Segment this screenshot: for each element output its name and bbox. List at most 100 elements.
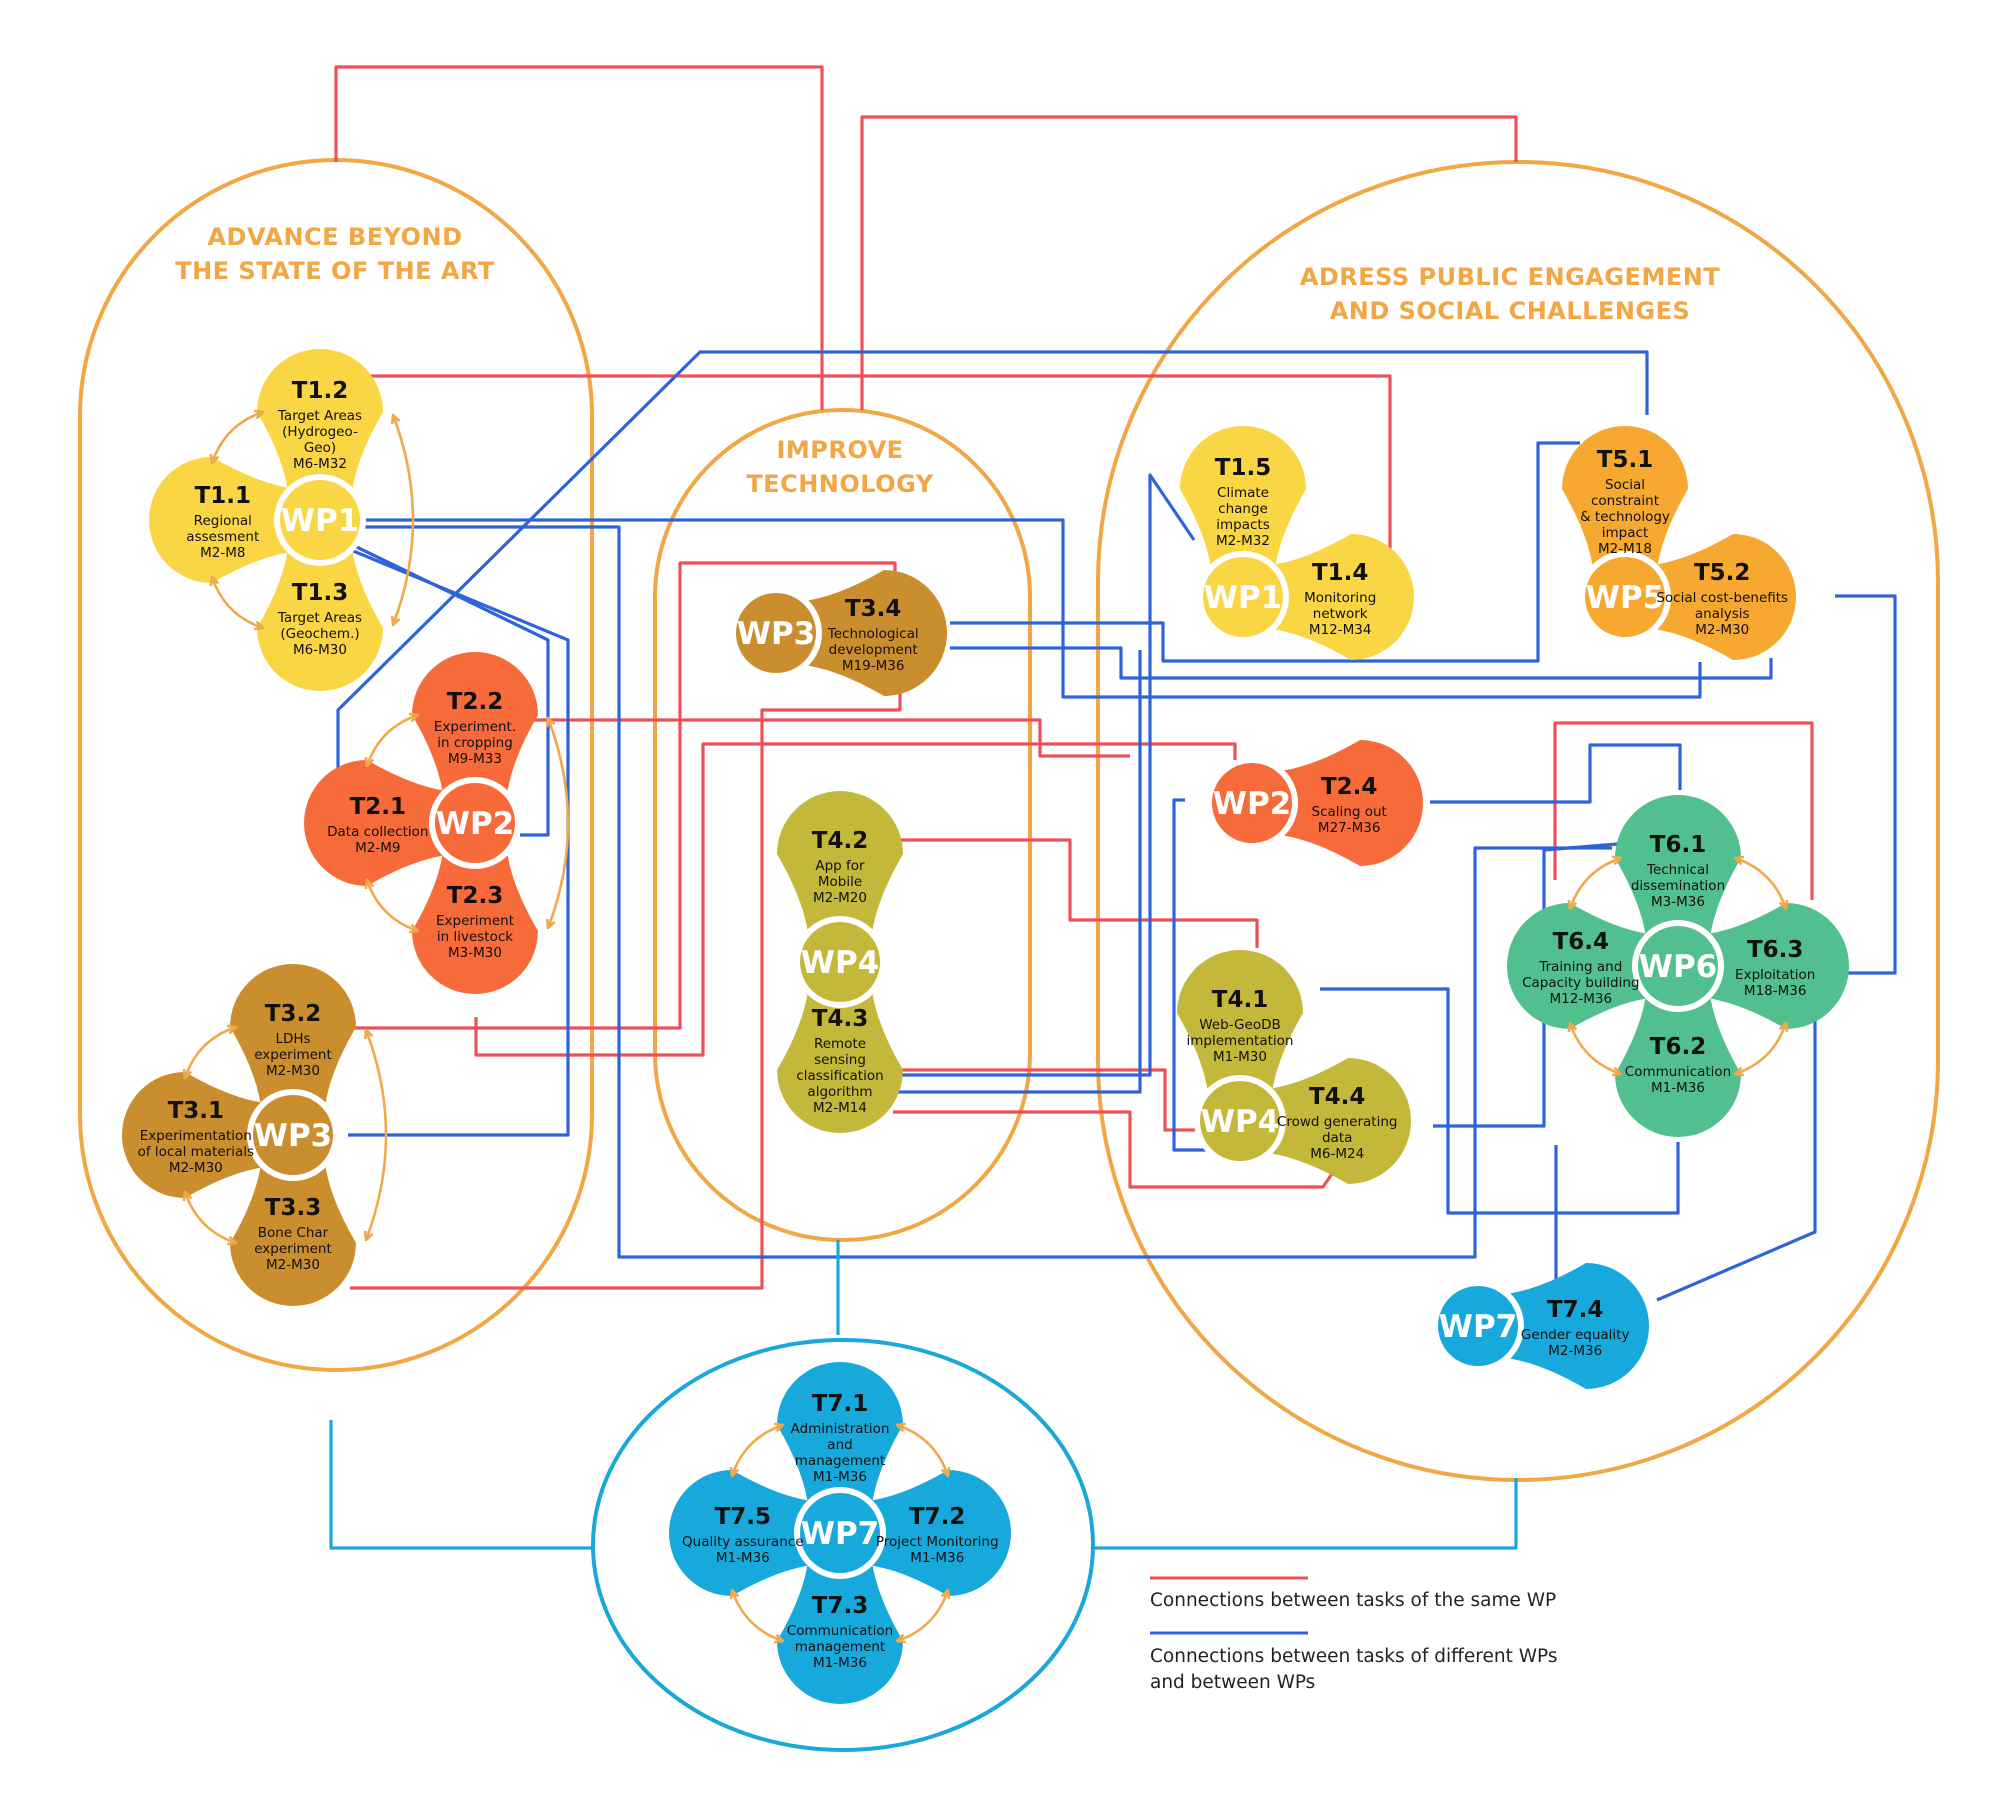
task-detail-line: management [795,1639,885,1655]
wp7-group-outline [591,1338,1095,1752]
task-detail-line: M1-M36 [1651,1080,1705,1096]
task-label-t4-3: T4.3Remotesensingclassificationalgorithm… [796,1006,883,1116]
wp-center-disc [800,922,880,1002]
task-detail-line: Geo) [304,440,336,456]
task-detail-line: (Geochem.) [280,626,359,642]
task-detail-line: Administration [791,1421,890,1437]
advance-title-line2: THE STATE OF THE ART [175,257,495,285]
connection-line-16 [333,541,570,1137]
task-title: T4.4 [1309,1084,1365,1110]
cluster-wp7-main: WP7T7.1AdministrationandmanagementM1-M36… [669,1362,1011,1704]
wp-center-disc [253,1095,333,1175]
task-detail-line: Exploitation [1735,967,1815,983]
task-detail-line: Social [1605,477,1645,493]
task-detail-line: M1-M36 [813,1469,867,1485]
task-title: T6.1 [1650,832,1706,858]
wp-center-disc [1212,763,1292,843]
task-detail-line: Technical [1646,862,1709,878]
wp-center-label: WP7 [801,1516,879,1552]
wp-center-label: WP7 [1439,1309,1517,1345]
task-petal-t2-4 [1274,740,1423,866]
connection-lines [329,65,1897,1550]
connection-line-2 [860,115,1518,410]
task-detail-line: App for [815,858,865,874]
task-title: T3.3 [265,1195,321,1221]
wp-center-label: WP4 [1201,1104,1279,1140]
task-detail-line: sensing [814,1052,866,1068]
wp-center-disc [1638,926,1718,1006]
task-arrow-wp1-advance-bottom-left [209,575,265,631]
connection-line-8 [890,838,1259,948]
connection-line-13 [330,518,1702,699]
task-detail-line: M2-M20 [813,890,867,906]
task-detail-line: experiment [254,1047,332,1063]
task-detail-line: Communication [787,1623,893,1639]
task-detail-line: impacts [1216,517,1270,533]
wp-center-disc [736,593,816,673]
task-detail-line: M2-M8 [200,545,245,561]
task-petal-t7-4 [1500,1263,1649,1389]
task-detail-line: Experiment. [434,719,516,735]
task-detail-line: and [827,1437,852,1453]
task-title: T2.4 [1321,774,1377,800]
task-title: T6.4 [1553,929,1609,955]
group-titles: ADVANCE BEYOND THE STATE OF THE ART IMPR… [175,223,1720,498]
task-detail-line: Climate [1217,485,1269,501]
task-detail-line: M2-M14 [813,1100,867,1116]
legend-different-wp-label-line2: and between WPs [1150,1672,1315,1693]
connection-line-9 [893,1068,1210,1132]
task-detail-line: Social cost-benefits [1656,590,1788,606]
task-detail-line: dissemination [1631,878,1725,894]
task-title: T1.3 [292,580,348,606]
cluster-wp1-adress: WP1T1.5ClimatechangeimpactsM2-M32T1.4Mon… [1180,426,1414,660]
task-detail-line: impact [1602,525,1648,541]
connection-line-4 [520,718,1130,758]
task-detail-line: M1-M36 [910,1550,964,1566]
task-detail-line: Remote [814,1036,866,1052]
task-detail-line: analysis [1695,606,1750,622]
connection-line-23 [1320,987,1680,1215]
task-detail-line: M18-M36 [1744,983,1807,999]
connection-line-19 [895,473,1196,1077]
task-arrow-wp1-advance-top-bottom [390,413,415,627]
cluster-wp4-adress: WP4T4.1Web-GeoDBimplementationM1-M30T4.4… [1177,950,1411,1184]
task-detail-line: M2-M36 [1548,1343,1602,1359]
task-detail-line: Data collection [327,824,428,840]
improve-group-outline [653,408,1032,1242]
task-title: T1.1 [195,483,251,509]
task-title: T2.3 [447,883,503,909]
improve-title-line2: TECHNOLOGY [746,470,933,498]
task-detail-line: Crowd generating [1277,1114,1398,1130]
task-detail-line: network [1313,606,1368,622]
task-detail-line: Bone Char [258,1225,329,1241]
legend: Connections between tasks of the same WP… [1150,1576,1557,1693]
task-detail-line: M2-M30 [1695,622,1749,638]
task-petal-t1-1 [149,457,298,583]
wp-center-label: WP1 [1204,580,1282,616]
task-detail-line: & technology [1580,509,1670,525]
connection-line-18 [950,646,1773,680]
task-detail-line: (Hydrogeo- [282,424,358,440]
task-title: T3.4 [845,596,901,622]
connection-line-1 [334,65,824,410]
task-detail-line: in cropping [437,735,513,751]
task-detail-line: Gender equality [1521,1327,1630,1343]
task-detail-line: M1-M30 [1213,1049,1267,1065]
task-detail-line: algorithm [807,1084,872,1100]
task-petal-t6-1 [1615,795,1741,944]
